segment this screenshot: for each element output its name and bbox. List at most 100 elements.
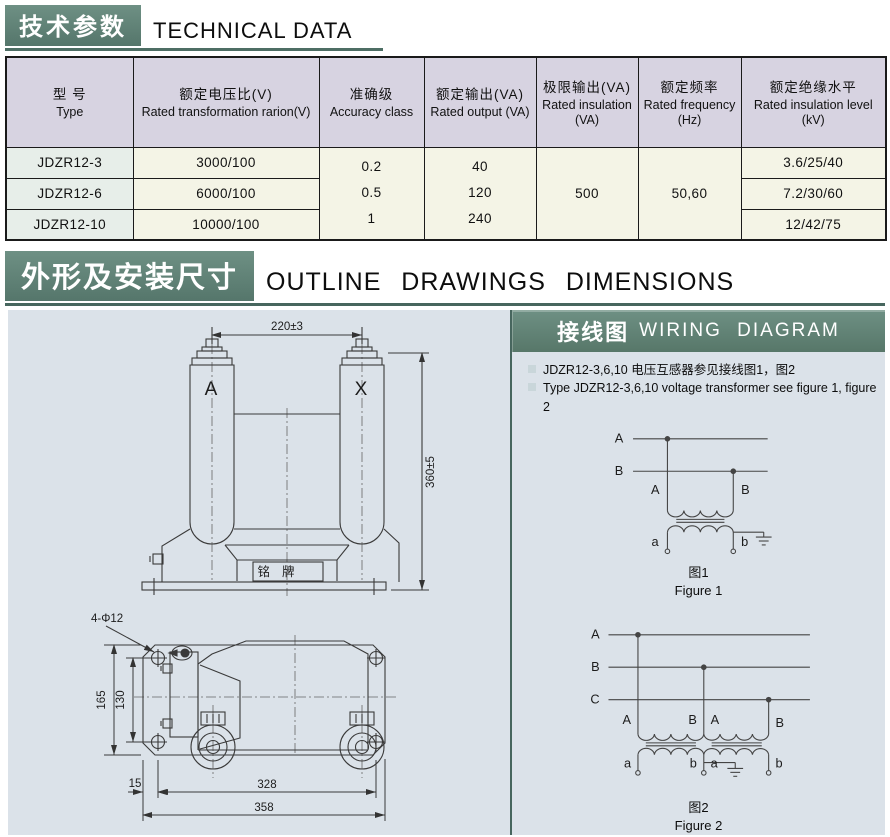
cell-ratio: 3000/100 — [132, 146, 320, 179]
front-view-drawing: 220±3 360±5 A X 铭牌 — [141, 321, 437, 596]
bullet-square-icon — [528, 365, 536, 374]
dim-358-label: 358 — [254, 802, 273, 814]
figure1-wiring-diagram: A B A B a b — [615, 430, 772, 554]
dim-height-label: 360±5 — [425, 456, 437, 488]
caption-en: Figure 1 — [674, 583, 723, 599]
primary-label: B — [688, 712, 697, 727]
col-header-ratio: 额定电压比(V) Rated transformation rarion(V) — [132, 56, 320, 148]
bus-label: A — [591, 626, 600, 641]
secondary-label: a — [624, 755, 632, 770]
output-value: 40 — [472, 159, 488, 175]
cell-type: JDZR12-3 — [5, 146, 134, 179]
table-header-row: 型 号 Type 额定电压比(V) Rated transformation rar… — [5, 56, 887, 148]
cell-accuracy-class: 0.2 0.5 1 — [318, 146, 425, 241]
caption-zh: 图2 — [688, 799, 709, 815]
figure1-labels: A B A B a b — [615, 430, 750, 548]
secondary-label: a — [651, 534, 659, 549]
top-view-drawing: 4-Φ12 165 130 15 328 358 — [91, 613, 396, 821]
technical-data-title: 技术参数 TECHNICAL DATA — [5, 5, 890, 46]
cell-ratio: 10000/100 — [132, 208, 320, 241]
primary-label: B — [776, 715, 785, 730]
figure2-caption: 图2 Figure 2 — [512, 799, 885, 835]
primary-label: B — [741, 481, 750, 496]
header-zh: 型 号 — [52, 87, 87, 103]
title-underline — [5, 303, 885, 306]
terminal-a-label: A — [205, 379, 218, 400]
dim-15-label: 15 — [129, 778, 142, 790]
secondary-label: b — [690, 755, 697, 770]
header-en: Rated frequency (Hz) — [643, 97, 736, 128]
header-zh: 极限输出(VA) — [543, 79, 631, 95]
header-zh: 额定电压比(V) — [179, 87, 273, 103]
dim-width-label: 220±3 — [271, 321, 303, 333]
cell-frequency: 50,60 — [637, 146, 742, 241]
cell-type: JDZR12-6 — [5, 177, 134, 210]
dim-165-label: 165 — [96, 690, 108, 709]
front-view-labels: 220±3 360±5 A X 铭牌 — [205, 321, 437, 579]
cell-limit-output: 500 — [535, 146, 639, 241]
header-en: Accuracy class — [329, 105, 414, 120]
section-title-zh-badge: 外形及安装尺寸 — [5, 251, 255, 301]
technical-data-table: 型 号 Type 额定电压比(V) Rated transformation rar… — [5, 56, 887, 241]
header-en: Rated insulation level (kV) — [753, 97, 873, 128]
ground-icon — [733, 531, 772, 546]
top-view-labels: 4-Φ12 165 130 15 328 358 — [91, 613, 277, 814]
secondary-label: a — [711, 755, 719, 770]
outline-drawings-panel: 220±3 360±5 A X 铭牌 — [8, 310, 510, 835]
caption-zh: 图1 — [688, 565, 709, 581]
header-zh: 额定绝缘水平 — [769, 79, 857, 95]
col-header-insulation-level: 额定绝缘水平 Rated insulation level (kV) — [740, 56, 887, 148]
bus-label: B — [615, 463, 624, 478]
primary-label: A — [623, 712, 632, 727]
header-en: Type — [56, 105, 84, 120]
figure1-circuit — [633, 435, 772, 554]
lower-section: 220±3 360±5 A X 铭牌 — [8, 310, 885, 835]
cell-insulation-level: 3.6/25/40 — [740, 146, 887, 179]
center-lines — [211, 344, 363, 596]
col-header-output: 额定输出(VA)Rated output (VA) — [423, 56, 537, 148]
section-title-en: TECHNICAL DATA — [153, 18, 353, 43]
center-lines — [134, 635, 396, 778]
cell-type: JDZR12-10 — [5, 208, 134, 241]
wiring-diagram-title: 接线图 WIRING DIAGRAM — [512, 310, 885, 353]
caption-en: Figure 2 — [674, 817, 723, 833]
bus-label: C — [590, 691, 599, 706]
wiring-title-zh: 接线图 — [557, 320, 630, 346]
accuracy-value: 1 — [367, 211, 376, 227]
nameplate-box — [252, 561, 324, 582]
title-underline — [5, 48, 383, 51]
note-line: Type JDZR12-3,6,10 voltage transformer s… — [528, 379, 877, 415]
output-value: 240 — [468, 211, 492, 227]
table-row: JDZR12-10 10000/100 12/42/75 — [5, 208, 887, 241]
primary-label: A — [651, 481, 660, 496]
outline-section-title: 外形及安装尺寸 OUTLINE DRAWINGS DIMENSIONS — [5, 241, 890, 306]
dim-130-label: 130 — [115, 690, 127, 709]
top-view-outline — [142, 640, 386, 770]
wiring-title-en: WIRING DIAGRAM — [639, 320, 840, 342]
nameplate-label: 铭牌 — [257, 564, 306, 579]
note-line: JDZR12-3,6,10 电压互感器参见接线图1，图2 — [528, 361, 877, 379]
front-view-outline — [141, 327, 429, 595]
wiring-diagram-panel: 接线图 WIRING DIAGRAM JDZR12-3,6,10 电压互感器参见… — [510, 310, 885, 835]
header-en: Rated transformation rarion(V) — [141, 105, 311, 120]
secondary-label: b — [741, 534, 748, 549]
section-title-zh-badge: 技术参数 — [5, 5, 141, 46]
ground-icon — [703, 761, 744, 777]
section-title-en: OUTLINE DRAWINGS DIMENSIONS — [266, 268, 735, 296]
accuracy-value: 0.5 — [361, 185, 382, 201]
figure2-wiring-diagram: A B C A B A B a b a b — [590, 626, 810, 777]
header-en: Rated output (VA) — [430, 105, 530, 120]
holes-label: 4-Φ12 — [91, 613, 123, 625]
col-header-type: 型 号 Type — [5, 56, 134, 148]
bus-label: B — [591, 659, 600, 674]
figure2-circuit — [608, 631, 810, 777]
output-value: 120 — [468, 185, 492, 201]
figure1-caption: 图1 Figure 1 — [512, 564, 885, 600]
terminal-x-label: X — [355, 379, 368, 400]
cell-rated-output: 40 120 240 — [423, 146, 537, 241]
cell-ratio: 6000/100 — [132, 177, 320, 210]
bus-label: A — [615, 430, 624, 445]
